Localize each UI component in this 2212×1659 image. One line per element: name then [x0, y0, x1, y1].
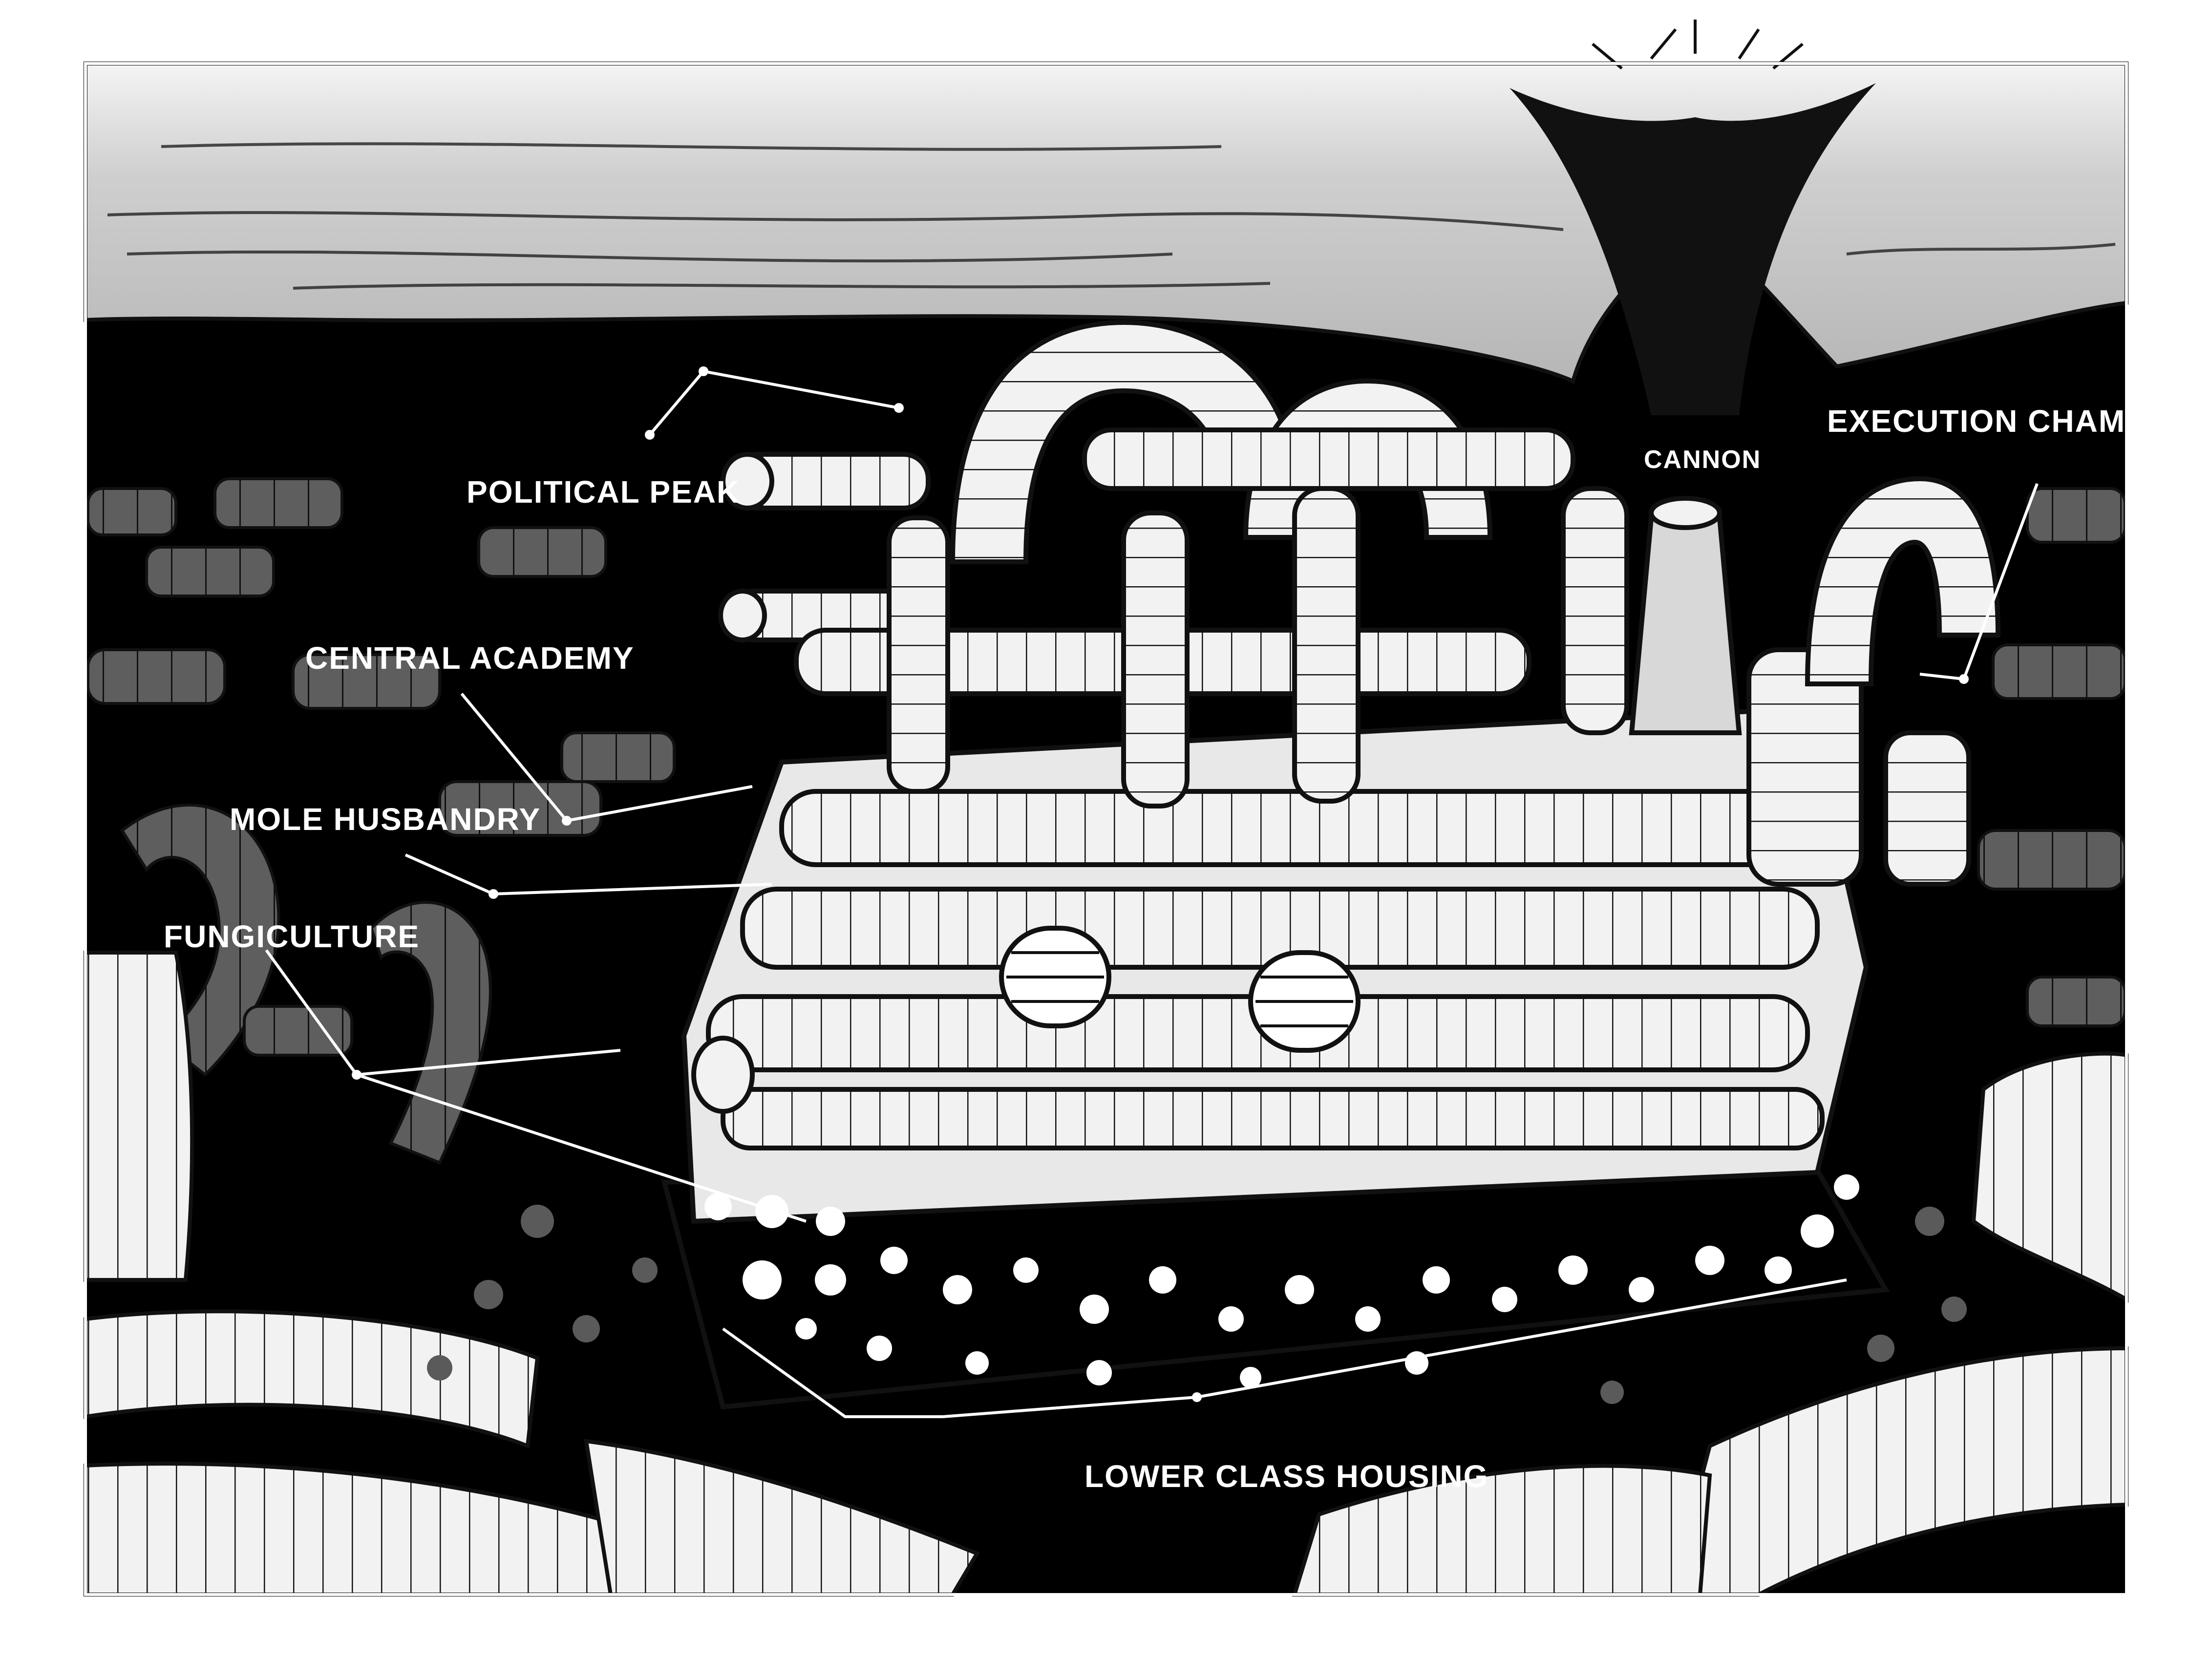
label-execution-chamber: EXECUTION CHAMBER	[1827, 404, 2195, 439]
label-political-peak: POLITICAL PEAK	[467, 474, 741, 510]
foreground-pipes-right	[1292, 1051, 2128, 1596]
background-pipes-right	[1977, 487, 2127, 1027]
leader-dots	[352, 366, 1969, 1402]
label-central-academy: CENTRAL ACADEMY	[305, 640, 635, 676]
frame-border	[84, 62, 2128, 1596]
housing-dots	[704, 1174, 1859, 1388]
label-mole-husbandry: MOLE HUSBANDRY	[230, 802, 541, 837]
foreground-pipes-left	[84, 951, 980, 1596]
crater	[1510, 83, 1876, 415]
grille-lines	[1006, 951, 1353, 1027]
label-fungiculture: FUNGICULTURE	[164, 919, 420, 954]
label-lower-class-housing: LOWER CLASS HOUSING	[1085, 1459, 1489, 1494]
label-cannon: CANNON	[1644, 446, 1762, 474]
background-pipes-left	[86, 477, 676, 1165]
housing-dots-dim	[427, 1205, 1967, 1404]
soil-strata	[107, 142, 2116, 290]
